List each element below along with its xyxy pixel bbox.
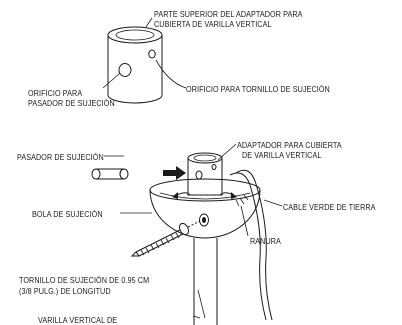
vertical-rod [193, 238, 218, 325]
leader-pin-hole [102, 72, 121, 89]
ground-cable [229, 172, 267, 321]
leader-screw-hole [155, 59, 187, 89]
leader-rod [192, 315, 201, 319]
leader-groove [240, 205, 249, 237]
adapter-top-view [107, 26, 163, 104]
label-top-adapter-line1: PARTE SUPERIOR DEL ADAPTADOR PARA [154, 9, 303, 19]
label-top-adapter-line2: CUBIERTA DE VARILLA VERTICAL [154, 19, 272, 29]
retaining-screw [130, 222, 189, 257]
label-pin: PASADOR DE SUJECIÓN [17, 152, 104, 162]
label-pin-hole-line2: PASADOR DE SUJECIÓN [28, 98, 115, 108]
leader-top-adapter [145, 17, 153, 28]
adapter-assembled [187, 152, 223, 196]
label-screw-hole: ORIFICIO PARA TORNILLO DE SUJECIÓN [186, 84, 330, 94]
label-rod: VARILLA VERTICAL DE [38, 315, 118, 325]
label-adapter-line1: ADAPTADOR PARA CUBIERTA [237, 140, 342, 150]
label-groove: RANURA [250, 236, 281, 246]
label-adapter-line2: DE VARILLA VERTICAL [242, 150, 322, 160]
label-ground-cable: CABLE VERDE DE TIERRA [283, 202, 376, 212]
insert-arrow [163, 166, 186, 180]
label-ball: BOLA DE SUJECIÓN [32, 209, 103, 219]
retaining-pin [91, 168, 129, 180]
label-pin-hole-line1: ORIFICIO PARA [28, 88, 83, 98]
leader-adapter [217, 143, 237, 161]
leader-cable [263, 199, 283, 207]
retaining-ball [149, 178, 261, 239]
label-screw-line2: (3/8 PULG.) DE LONGITUD [19, 286, 111, 296]
label-screw-line1: TORNILLO DE SUJECIÓN DE 0.95 CM [19, 275, 150, 285]
